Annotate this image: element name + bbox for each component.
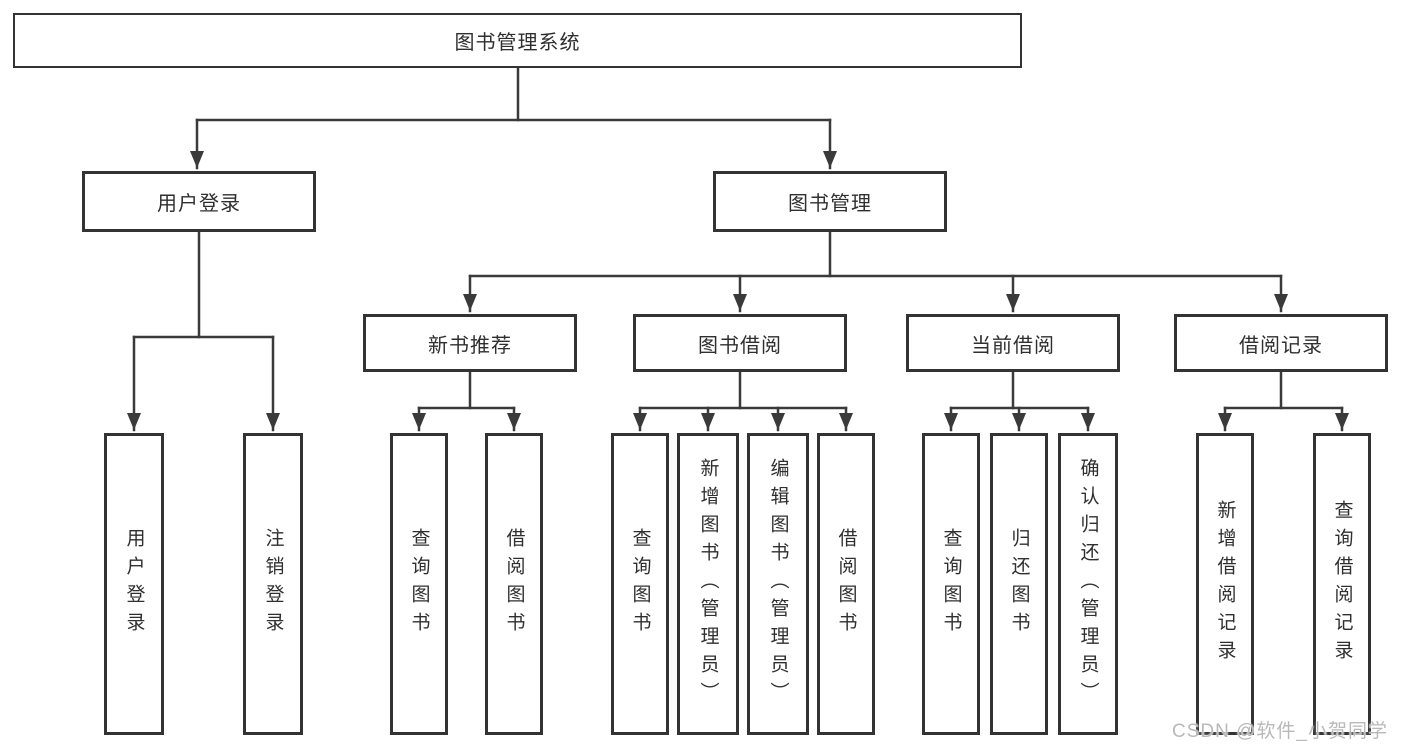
node-current-borrowing-label: 当前借阅 [971,334,1055,357]
node-book-borrowing: 图书借阅 [633,314,847,372]
leaf-query-book-1: 查询图书 [390,433,448,735]
leaf-query-book-2-label: 查询图书 [629,528,651,640]
leaf-borrow-book-1-label: 借阅图书 [503,528,525,640]
csdn-watermark: CSDN @软件_小贺同学 [1172,721,1388,742]
leaf-edit-book-admin-label: 编辑图书（管理员） [767,458,789,710]
leaf-query-book-1-label: 查询图书 [408,528,430,640]
leaf-return-book: 归还图书 [990,433,1048,735]
node-book-borrowing-label: 图书借阅 [698,334,782,357]
leaf-edit-book-admin: 编辑图书（管理员） [747,433,809,735]
leaf-borrow-book-2: 借阅图书 [817,433,875,735]
node-current-borrowing: 当前借阅 [906,314,1120,372]
leaf-borrow-book-1: 借阅图书 [485,433,543,735]
leaf-logout-login: 注销登录 [243,433,303,735]
leaf-user-login: 用户登录 [104,433,164,735]
leaf-borrow-book-2-label: 借阅图书 [835,528,857,640]
node-borrowing-records: 借阅记录 [1174,314,1388,372]
leaf-query-borrow-record: 查询借阅记录 [1313,433,1371,735]
node-user-login: 用户登录 [82,171,316,232]
node-book-management-label: 图书管理 [788,193,872,215]
leaf-user-login-label: 用户登录 [123,528,145,640]
leaf-logout-login-label: 注销登录 [262,528,284,640]
leaf-add-book-admin-label: 新增图书（管理员） [697,458,719,710]
node-new-book-recommend: 新书推荐 [363,314,577,372]
leaf-add-book-admin: 新增图书（管理员） [677,433,739,735]
node-library-system-label: 图书管理系统 [454,32,581,54]
node-library-system: 图书管理系统 [13,13,1022,68]
node-borrowing-records-label: 借阅记录 [1239,334,1323,357]
node-book-management: 图书管理 [713,171,947,232]
leaf-add-borrow-record: 新增借阅记录 [1196,433,1254,735]
leaf-add-borrow-record-label: 新增借阅记录 [1214,500,1236,668]
leaf-confirm-return-admin: 确认归还（管理员） [1058,433,1118,735]
leaf-confirm-return-admin-label: 确认归还（管理员） [1077,458,1099,710]
leaf-query-book-3: 查询图书 [922,433,980,735]
node-new-book-recommend-label: 新书推荐 [428,334,512,357]
node-user-login-label: 用户登录 [157,193,241,215]
leaf-query-book-3-label: 查询图书 [940,528,962,640]
leaf-query-borrow-record-label: 查询借阅记录 [1331,500,1353,668]
leaf-return-book-label: 归还图书 [1008,528,1030,640]
leaf-query-book-2: 查询图书 [611,433,669,735]
